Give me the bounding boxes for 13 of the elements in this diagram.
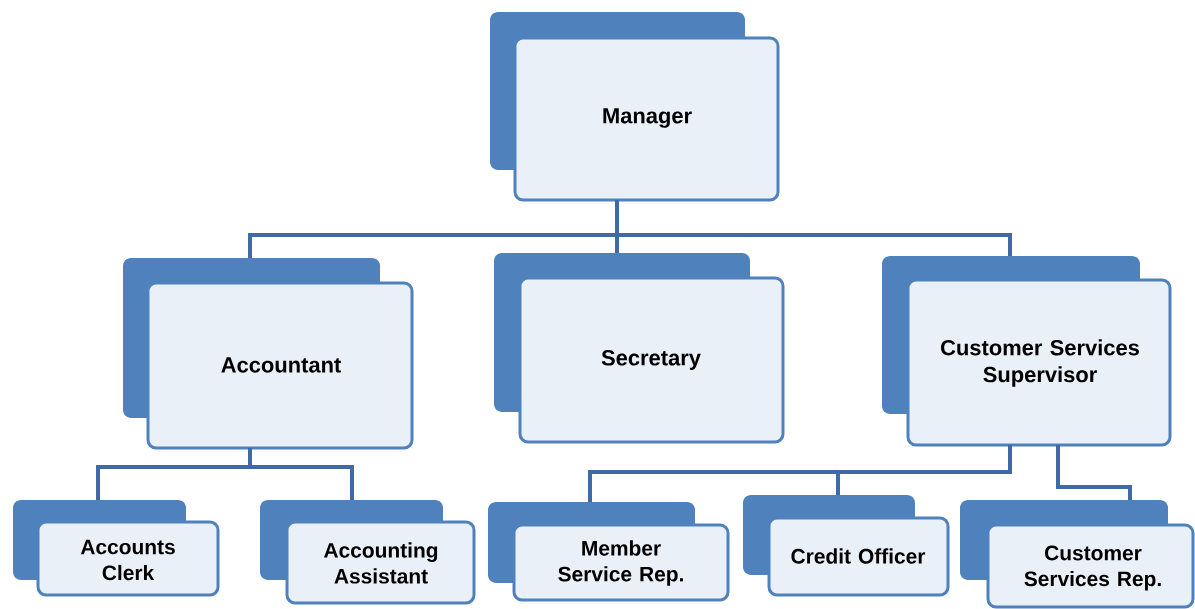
connector-line (1056, 445, 1132, 500)
org-box: Customer Services Rep. (960, 500, 1195, 609)
org-box: Secretary (494, 253, 785, 444)
org-box: Accounting Assistant (260, 500, 476, 605)
org-box: Accounts Clerk (13, 500, 220, 597)
org-box: Accountant (123, 258, 414, 450)
connector-line (615, 200, 1012, 256)
org-box: Credit Officer (743, 495, 950, 597)
org-box: Customer Services Supervisor (882, 256, 1172, 447)
org-box: Member Service Rep. (488, 502, 730, 602)
connector-line (836, 445, 1012, 495)
connector-line (248, 448, 354, 500)
org-box: Manager (490, 12, 780, 202)
